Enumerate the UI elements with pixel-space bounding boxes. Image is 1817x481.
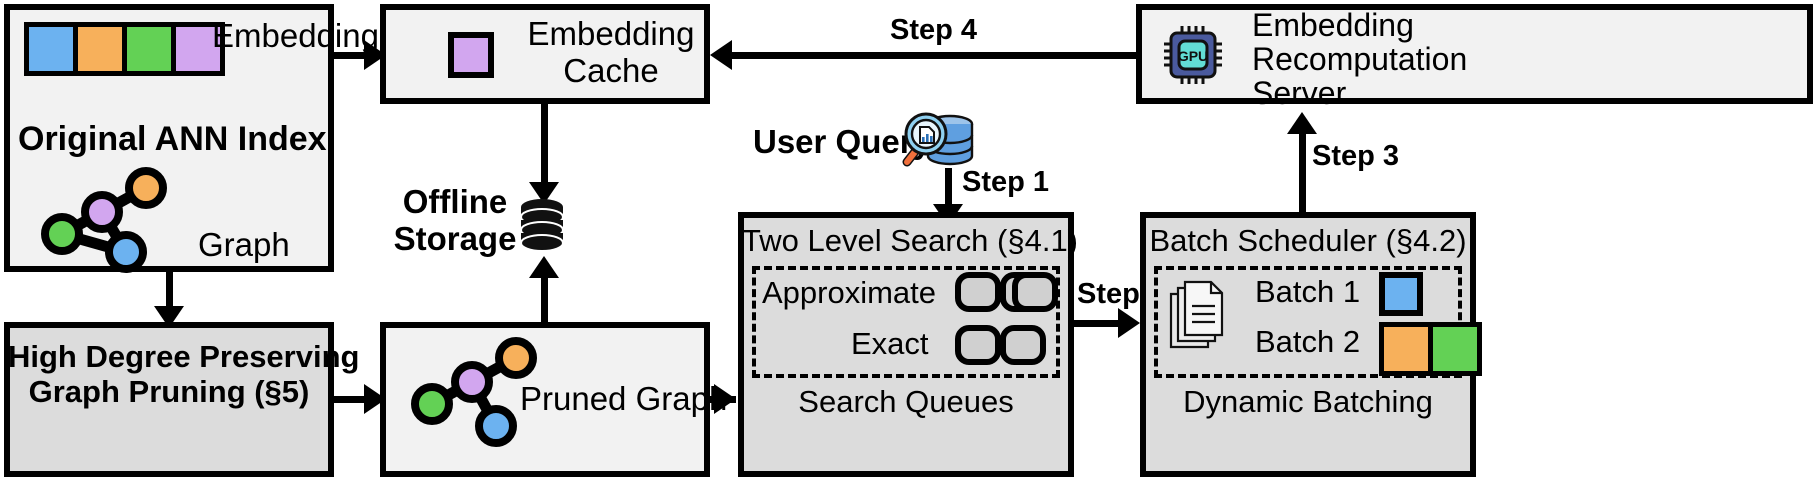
original-ann-index-title: Original ANN Index [18,120,327,158]
arrow-step3-line [1299,128,1306,212]
embedding-swatch-orange [78,27,127,71]
database-cylinder-icon [518,198,566,258]
recompute-server-title: Embedding Recomputation Server [1252,8,1467,111]
graph-pruning-title-line2: Graph Pruning (§5) [28,373,310,409]
batch-1-swatch-blue [1379,272,1423,316]
arrow-cache-to-storage-line [541,104,548,186]
documents-stack-icon [1168,280,1230,354]
arrow-pruning-to-prunedgraph-line [334,396,368,403]
search-queues-footer: Search Queues [798,384,1014,419]
embedding-cache-box [380,4,710,104]
embedding-swatch-strip [24,22,225,76]
recompute-server-title-line2: Recomputation [1252,41,1468,78]
graph-pruning-box [4,322,334,477]
embedding-cache-swatch [448,32,494,78]
arrow-step1-line [945,168,952,210]
embedding-cache-title-line2: Cache [563,51,659,89]
pruned-graph-illustration [404,337,554,447]
embedding-recomputation-server-box [1136,4,1813,104]
search-queues-dashed-panel [752,266,1060,378]
arrow-step4-line [730,52,1136,59]
embedding-cache-title: Embedding Cache [516,15,706,90]
offline-storage-label: Offline Storage [390,183,520,258]
batch-2-swatch-strip [1379,322,1482,376]
arrow-prunedgraph-to-storage-head [529,256,559,278]
gpu-chip-icon: GPU [1162,24,1226,86]
recompute-server-title-line3: Server [1252,75,1347,112]
user-query-label: User Query [753,123,931,160]
original-graph-illustration [34,167,184,273]
batch-2-label: Batch 2 [1255,324,1361,359]
batch-1-label: Batch 1 [1255,274,1361,309]
arrow-step3-head [1287,112,1317,134]
approximate-queue-pill-3[interactable] [1012,272,1058,312]
batch-2-swatch-orange [1384,327,1433,371]
arrow-step2-line [1074,320,1126,327]
arrow-index-to-cache-line [334,52,368,59]
approximate-queue-pill-1[interactable] [955,272,1001,312]
step3-label: Step 3 [1312,140,1400,172]
offline-storage-label-line2: Storage [393,219,517,257]
graph-label: Graph [198,226,290,263]
arrow-step2-head [1118,308,1140,338]
step1-label: Step 1 [962,166,1050,198]
embedding-swatch-green [127,27,176,71]
embedding-cache-title-line1: Embedding [527,15,695,52]
exact-row-label: Exact [851,326,929,361]
exact-queue-pill-2[interactable] [1000,325,1046,365]
svg-text:GPU: GPU [1178,48,1208,64]
offline-storage-label-line1: Offline [402,183,508,220]
embedding-swatch-purple [176,27,220,71]
batch-scheduler-title: Batch Scheduler (§4.2) [1149,223,1467,258]
arrow-prunedgraph-to-search-head [714,384,736,414]
dynamic-batching-footer: Dynamic Batching [1183,384,1433,419]
exact-queue-pill-1[interactable] [955,325,1001,365]
arrow-cache-to-storage-head [529,182,559,204]
embedding-label: Embedding [212,17,379,54]
approximate-row-label: Approximate [762,275,937,310]
step4-label: Step 4 [890,14,978,46]
recompute-server-title-line1: Embedding [1252,7,1414,43]
graph-pruning-title-line1: High Degree Preserving [8,339,360,374]
batch-2-swatch-green [1433,327,1477,371]
arrow-step4-head [710,40,732,70]
arrow-index-to-pruning-line [166,272,173,312]
query-search-database-icon [900,104,978,176]
two-level-search-title: Two Level Search (§4.1) [742,223,1079,258]
pruned-graph-label: Pruned Graph [520,380,728,417]
arrow-prunedgraph-to-storage-line [541,272,548,330]
graph-pruning-title: High Degree Preserving Graph Pruning (§5… [8,339,360,409]
embedding-swatch-blue [29,27,78,71]
